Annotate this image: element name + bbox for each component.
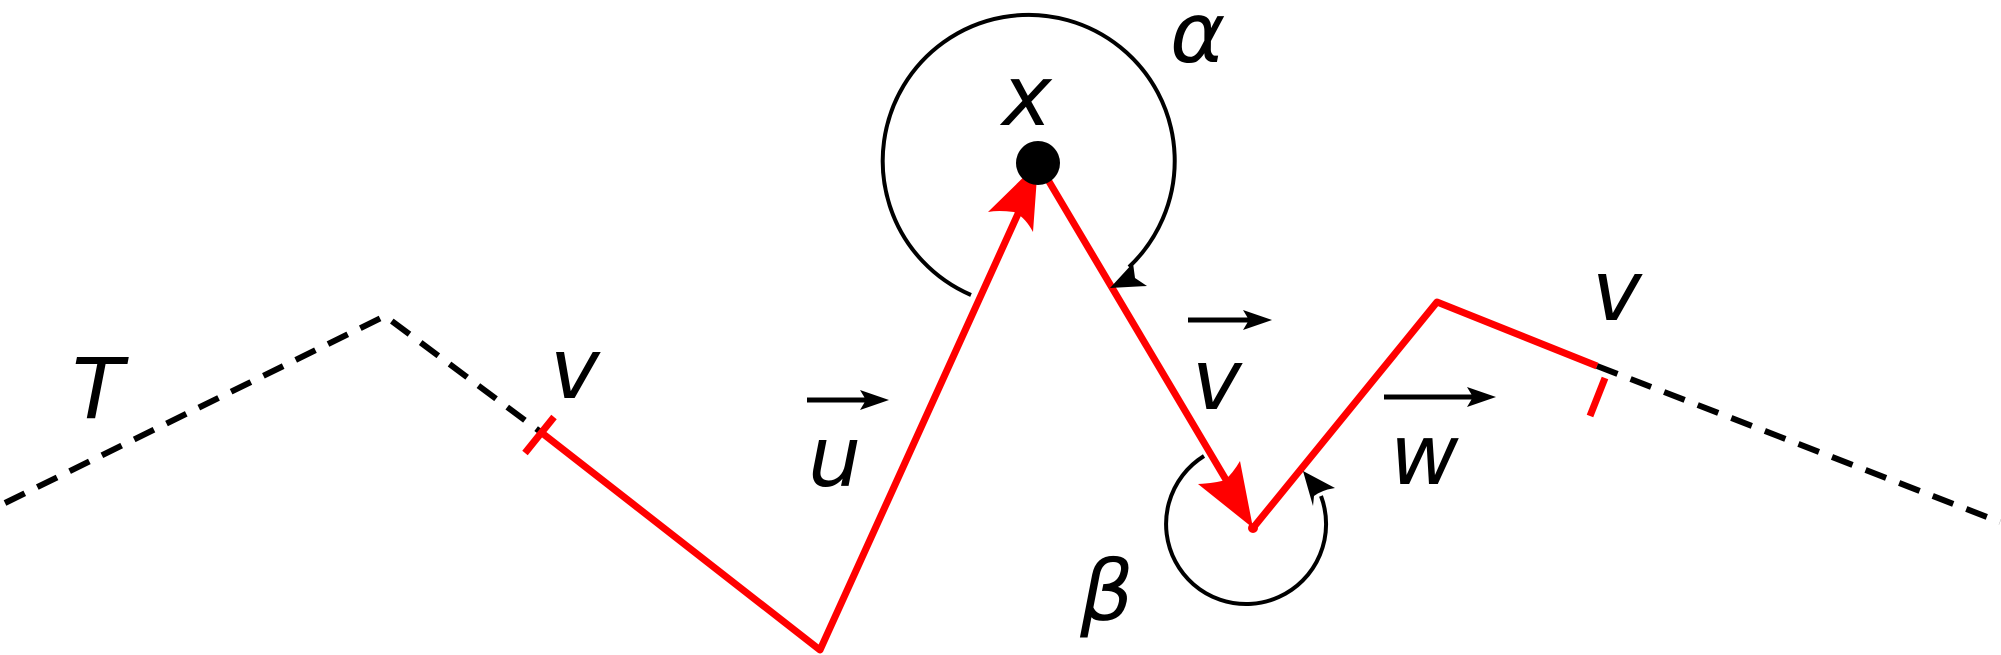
vertex-dot: [1248, 523, 1258, 533]
beta-arc: [1164, 454, 1329, 607]
alpha-arc-arrowhead: [1110, 263, 1147, 288]
red-path: [539, 203, 1026, 654]
label-t: T: [72, 340, 129, 438]
dashed-path-right: [1595, 363, 2001, 525]
point-x: [1016, 141, 1060, 185]
alpha-arc: [880, 12, 1177, 297]
vector-arrow-v-icon: [1188, 310, 1272, 330]
label-v-mid: v: [1192, 331, 1243, 429]
beta-arc-arrowhead: [1303, 471, 1335, 506]
label-beta: β: [1079, 542, 1134, 640]
vector-arrow-w-icon: [1384, 387, 1496, 407]
label-v-right: v: [1592, 242, 1643, 340]
label-v-left: v: [550, 320, 601, 418]
label-x: x: [999, 47, 1053, 145]
vector-arrow-u-icon: [807, 390, 889, 410]
red-tick-left: [522, 414, 557, 456]
red-path-right: [1250, 298, 1599, 531]
red-tick-right: [1586, 376, 1609, 418]
label-u: u: [808, 408, 861, 506]
label-w: w: [1390, 406, 1459, 504]
dashed-path-left: [3, 312, 544, 506]
red-arrowhead-to-vertex: [1198, 461, 1253, 528]
label-alpha: α: [1170, 0, 1225, 82]
red-segment-v: [1034, 161, 1242, 502]
